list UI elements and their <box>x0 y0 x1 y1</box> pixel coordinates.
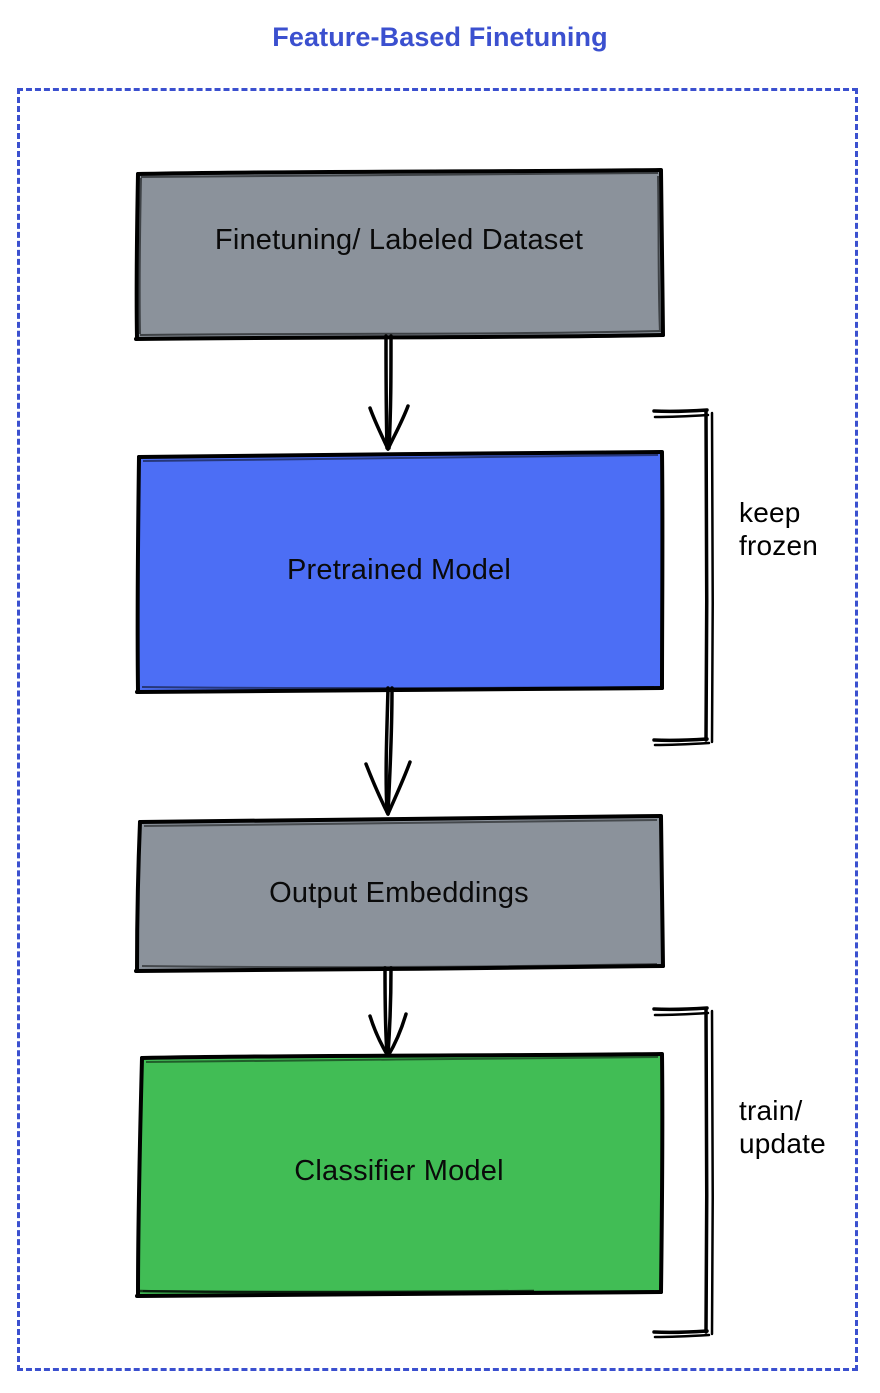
arrow-dataset-to-pretrained <box>368 334 410 451</box>
node-shape-pretrained <box>135 450 665 694</box>
bracket-train-update <box>652 1006 714 1339</box>
bracket-keep-frozen <box>652 408 714 747</box>
node-pretrained-model[interactable]: Pretrained Model <box>134 449 665 694</box>
node-output-embeddings[interactable]: Output Embeddings <box>134 813 665 973</box>
annotation-train-update: train/ update <box>739 1095 826 1160</box>
node-shape-embeddings <box>134 814 665 973</box>
node-label-dataset: Finetuning/ Labeled Dataset <box>214 224 584 256</box>
arrow-embeddings-to-classifier <box>368 966 408 1058</box>
node-label-classifier: Classifier Model <box>294 1155 504 1187</box>
arrow-pretrained-to-embeddings <box>364 686 412 816</box>
annotation-keep-frozen: keep frozen <box>739 497 819 562</box>
diagram-container-border <box>17 88 858 1371</box>
node-label-embeddings: Output Embeddings <box>269 877 529 909</box>
node-shape-classifier <box>135 1052 665 1298</box>
node-classifier-model[interactable]: Classifier Model <box>134 1051 665 1298</box>
page-title: Feature-Based Finetuning <box>272 22 608 52</box>
node-shape-dataset <box>134 168 665 341</box>
node-label-pretrained: Pretrained Model <box>286 554 512 586</box>
node-finetuning-labeled-dataset[interactable]: Finetuning/ Labeled Dataset <box>134 168 665 341</box>
